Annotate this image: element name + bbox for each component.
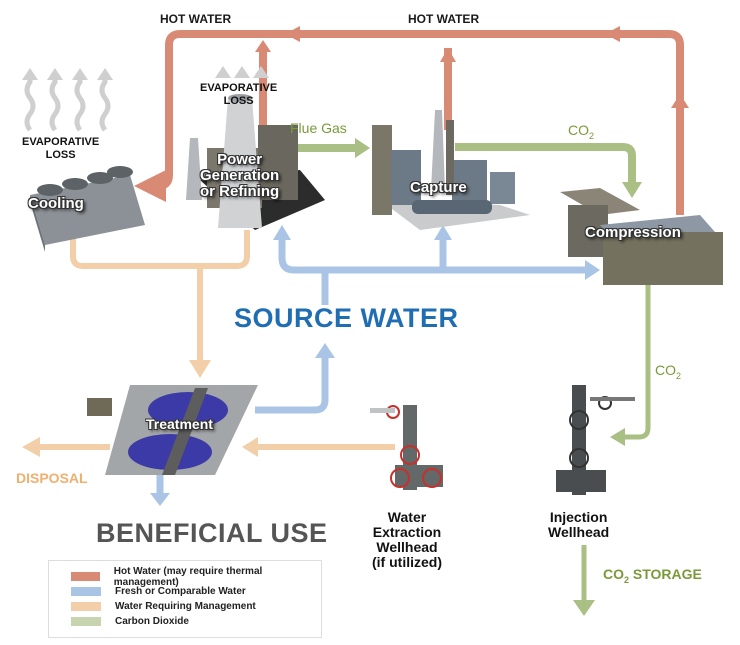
flue-gas-arrow <box>355 138 370 158</box>
water-extraction-wellhead-label: Water Extraction Wellhead (if utilized) <box>372 510 442 570</box>
evaporative-loss-power: EVAPORATIVE LOSS <box>200 82 277 108</box>
co2-storage-label: CO2 STORAGE <box>603 566 702 585</box>
well-line-4: (if utilized) <box>372 554 442 570</box>
well-line-3: Wellhead <box>376 539 438 555</box>
well-line-2: Extraction <box>372 524 442 540</box>
evaporative-loss-cooling: EVAPORATIVE LOSS <box>22 136 99 162</box>
co2-subscript: 2 <box>589 130 595 141</box>
compression-illustration <box>560 188 723 285</box>
hot-water-main-line <box>134 30 684 215</box>
co2-arrow-injection <box>610 428 625 446</box>
power-plant-illustration <box>186 94 325 230</box>
co2-subscript: 2 <box>676 370 682 381</box>
injection-wellhead-label: Injection Wellhead <box>548 510 609 540</box>
power-line-1: Power <box>217 151 263 168</box>
co2-label-down: CO2 <box>655 362 681 381</box>
beneficial-use-label: BENEFICIAL USE <box>96 518 328 548</box>
well-line-1: Water <box>387 509 427 525</box>
tan-arrow-treatment <box>189 360 211 378</box>
legend-swatch <box>71 602 101 611</box>
injection-line-2: Wellhead <box>548 524 610 540</box>
co2-text: CO <box>568 122 589 138</box>
injection-line-1: Injection <box>549 509 608 525</box>
hot-water-label-right: HOT WATER <box>408 12 480 26</box>
flue-gas-label: Flue Gas <box>290 120 347 136</box>
power-generation-label: Power Generation or Refining <box>200 152 279 200</box>
co2-pipe-capture <box>455 143 636 182</box>
hot-arrow-to-cooling <box>136 178 150 194</box>
co2-subscript: 2 <box>624 574 630 585</box>
legend-item-fresh-water: Fresh or Comparable Water <box>71 585 246 598</box>
evaporative-line-2: LOSS <box>45 149 76 161</box>
treatment-illustration <box>87 385 258 475</box>
evaporative-line-1: EVAPORATIVE <box>200 82 278 94</box>
managed-water-pipes <box>40 230 395 450</box>
hot-arrow-top-right <box>605 26 620 42</box>
legend-swatch <box>71 587 101 596</box>
co2-storage-arrow <box>573 600 595 616</box>
legend-item-hot-water: Hot Water (may require thermal managemen… <box>71 566 321 588</box>
legend-item-carbon-dioxide: Carbon Dioxide <box>71 615 189 628</box>
cooling-label: Cooling <box>28 195 84 212</box>
co2-pipe-down <box>625 285 651 440</box>
co2-label-capture: CO2 <box>568 122 594 141</box>
hot-water-label-left: HOT WATER <box>160 12 232 26</box>
co2-arrow-compression <box>622 182 642 198</box>
power-line-2: Generation <box>200 167 280 184</box>
legend: Hot Water (may require thermal managemen… <box>48 560 322 638</box>
legend-label: Carbon Dioxide <box>115 616 189 627</box>
tan-arrow-disposal <box>22 437 40 457</box>
blue-arrow-capture <box>434 225 452 240</box>
blue-arrow-compression <box>585 260 600 280</box>
legend-label: Hot Water (may require thermal managemen… <box>113 565 263 588</box>
evaporative-line-2: LOSS <box>223 95 254 107</box>
power-line-3: or Refining <box>200 183 280 200</box>
blue-arrow-source-up <box>315 343 335 358</box>
tan-arrow-from-well <box>242 437 258 457</box>
co2-text: CO <box>655 362 676 378</box>
legend-swatch <box>71 572 100 581</box>
hot-arrow-top-left <box>285 26 300 42</box>
blue-arrow-beneficial <box>150 493 170 506</box>
disposal-label: DISPOSAL <box>16 470 88 486</box>
legend-label: Water Requiring Management <box>115 601 256 612</box>
evaporative-line-1: EVAPORATIVE <box>22 136 100 148</box>
evaporative-arrows-cooling <box>24 80 111 132</box>
cooling-tower-illustration <box>30 166 145 252</box>
legend-item-managed-water: Water Requiring Management <box>71 600 256 613</box>
capture-label: Capture <box>410 179 467 196</box>
source-water-pipes <box>156 238 585 493</box>
injection-wellhead-illustration <box>556 385 635 495</box>
capture-plant-illustration <box>372 110 530 230</box>
legend-label: Fresh or Comparable Water <box>115 586 246 597</box>
hot-arrow-up-compression <box>671 94 689 108</box>
hot-arrow-up-capture <box>440 48 456 62</box>
treatment-label: Treatment <box>146 416 213 432</box>
hot-arrow-up-power <box>255 40 271 52</box>
compression-label: Compression <box>585 224 681 241</box>
legend-swatch <box>71 617 101 626</box>
co2-text: CO <box>603 566 624 582</box>
blue-arrow-power <box>273 225 291 240</box>
source-water-label: SOURCE WATER <box>234 303 459 333</box>
storage-text: STORAGE <box>629 566 702 582</box>
water-wellhead-illustration <box>370 405 443 490</box>
